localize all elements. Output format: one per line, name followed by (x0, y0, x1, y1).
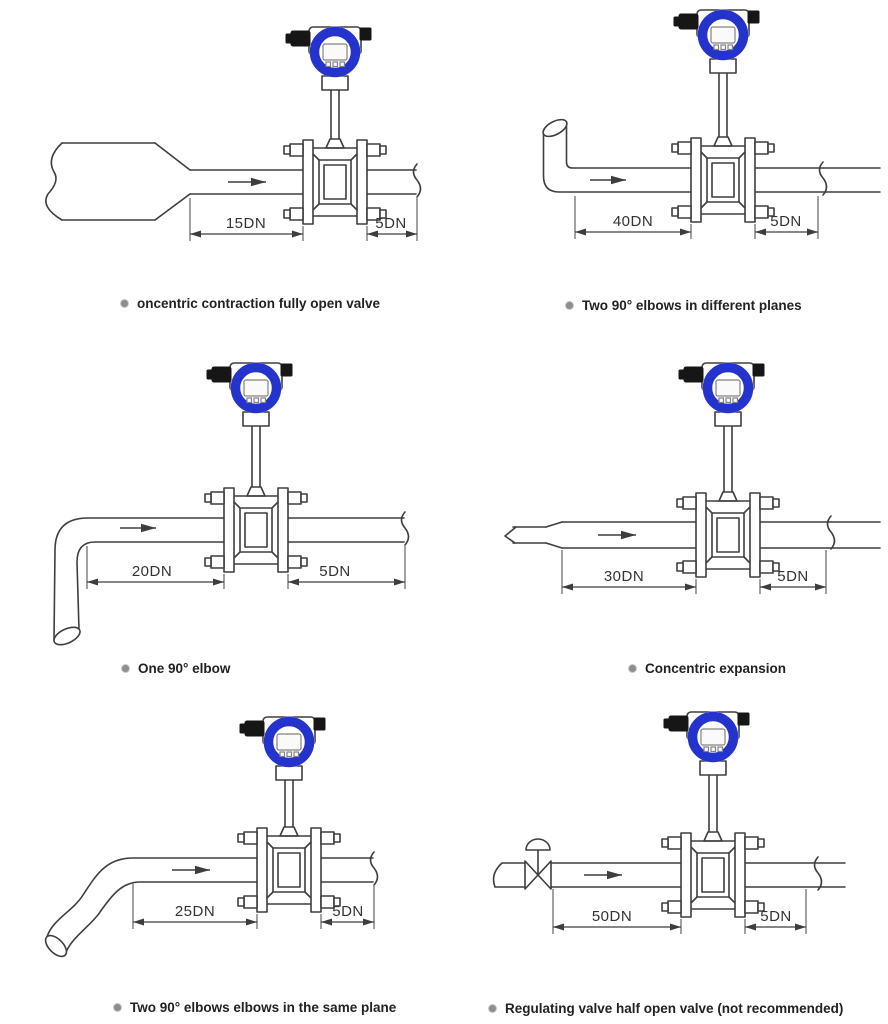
bullet-icon (122, 665, 129, 672)
downstream-pipe (287, 517, 405, 543)
downstream-dim-label: 5DN (770, 213, 802, 230)
upstream-pipe (189, 169, 304, 195)
flow-meter-body (676, 491, 780, 578)
caption-label: oncentric contraction fully open valve (137, 296, 381, 311)
caption-one-90-elbow: One 90° elbow (122, 661, 230, 676)
caption-two-elbows-different-planes: Two 90° elbows in different planes (566, 298, 802, 313)
upstream-dim-label: 30DN (604, 568, 644, 585)
upstream-pipe (561, 521, 697, 549)
upstream-dim-label: 40DN (613, 213, 653, 230)
meter-stem (718, 72, 728, 138)
diagram-one-90-elbow: 20DN 5DN (53, 363, 410, 646)
expansion-cone (545, 521, 563, 549)
pipe-end-cap (44, 934, 68, 958)
meter-stem (251, 425, 261, 488)
elbow-pipe (53, 517, 225, 641)
pipe-end-cap (542, 118, 568, 138)
pipe-stub (492, 862, 526, 888)
downstream-pipe (754, 167, 881, 193)
bullet-icon (114, 1004, 121, 1011)
s-bend-pipe (46, 857, 258, 956)
diagram-two-elbows-same-plane: 25DN 5DN (44, 717, 379, 958)
pipe-break (400, 511, 410, 546)
caption-label: Concentric expansion (645, 661, 787, 676)
downstream-dim-label: 5DN (760, 908, 792, 925)
downstream-pipe (759, 521, 881, 549)
caption-regulating-valve: Regulating valve half open valve (not re… (489, 1001, 843, 1016)
pipe-break (369, 851, 379, 886)
large-pipe (61, 142, 156, 221)
pipe-end-cap (53, 626, 81, 646)
upstream-pipe (550, 862, 682, 888)
downstream-dim-label: 5DN (375, 215, 407, 232)
meter-stem (723, 425, 733, 493)
diagram-regulating-valve: 50DN 5DN (492, 712, 846, 934)
caption-concentric-contraction: oncentric contraction fully open valve (121, 296, 380, 311)
upstream-dim-label: 25DN (175, 903, 215, 920)
valve-body-right (537, 860, 552, 890)
valve-body-left (524, 860, 539, 890)
valve-actuator-dome (525, 838, 551, 851)
meter-stem (708, 774, 718, 833)
diagram-concentric-expansion: 30DN 5DN (504, 363, 881, 594)
caption-label: Two 90° elbows elbows in the same plane (130, 1000, 397, 1015)
downstream-pipe (744, 862, 846, 888)
flow-meter-head (664, 712, 749, 776)
bullet-icon (489, 1005, 496, 1012)
pipe-break-edge (504, 526, 517, 544)
downstream-dim-label: 5DN (777, 568, 809, 585)
caption-two-elbows-same-plane: Two 90° elbows elbows in the same plane (114, 1000, 396, 1015)
caption-concentric-expansion: Concentric expansion (629, 661, 786, 676)
bullet-icon (566, 302, 573, 309)
caption-label: One 90° elbow (138, 661, 231, 676)
upstream-dim-label: 15DN (226, 215, 266, 232)
flow-meter-body (204, 486, 308, 573)
pipe-break-edge (45, 142, 63, 221)
downstream-dim-label: 5DN (319, 563, 351, 580)
bullet-icon (629, 665, 636, 672)
flow-meter-head (286, 27, 371, 91)
flow-meter-head (240, 717, 325, 781)
caption-label: Regulating valve half open valve (not re… (505, 1001, 844, 1016)
bullet-icon (121, 300, 128, 307)
pipe-break (826, 515, 836, 550)
flow-meter-body (671, 136, 775, 223)
downstream-dim-label: 5DN (332, 903, 364, 920)
meter-stem (330, 89, 340, 140)
contraction-cone (154, 142, 191, 221)
diagram-concentric-contraction: 15DN 5DN (45, 27, 422, 241)
flow-meter-body (661, 831, 765, 918)
downstream-pipe (366, 169, 417, 195)
meter-stem (284, 779, 294, 828)
flow-meter-head (207, 363, 292, 427)
pipe-break (813, 856, 823, 891)
flow-meter-head (679, 363, 764, 427)
elbow-pipe (542, 121, 692, 193)
flow-meter-body (237, 826, 341, 913)
caption-label: Two 90° elbows in different planes (582, 298, 802, 313)
upstream-dim-label: 20DN (132, 563, 172, 580)
flow-meter-head (674, 10, 759, 74)
small-pipe (512, 526, 547, 544)
diagram-two-elbows-different-planes: 40DN 5DN (542, 10, 881, 239)
upstream-dim-label: 50DN (592, 908, 632, 925)
downstream-pipe (320, 857, 374, 883)
pipe-break (818, 161, 828, 196)
flow-meter-body (283, 138, 387, 225)
pipe-break (412, 163, 422, 198)
